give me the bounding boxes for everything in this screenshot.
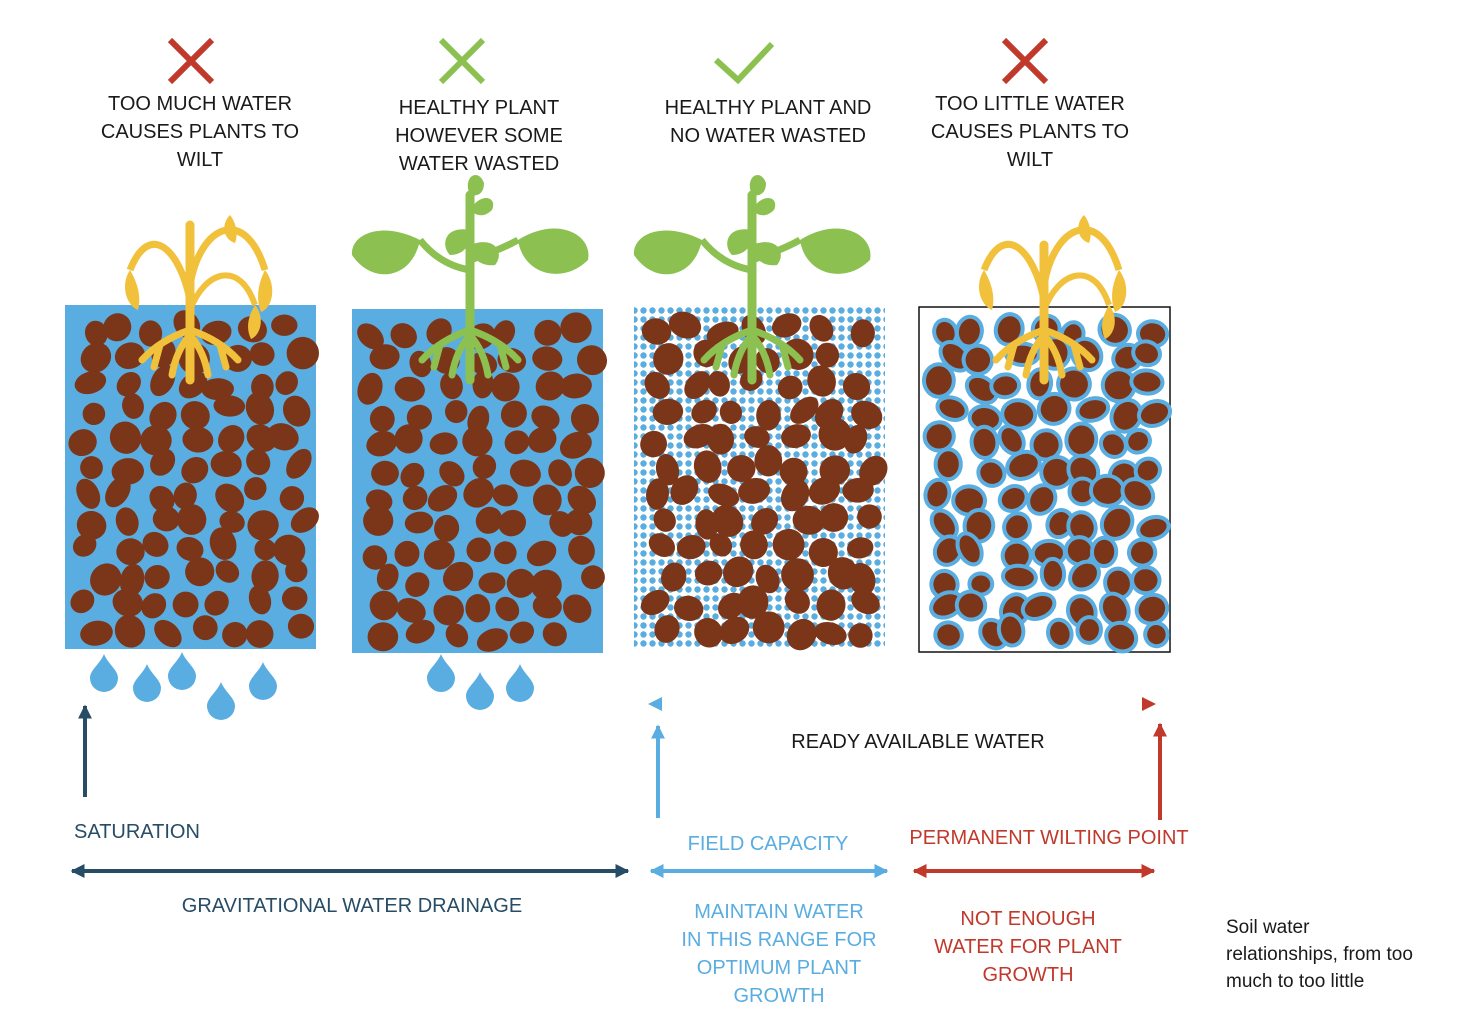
soil-particle [116,538,144,565]
soil-particle [990,373,1020,399]
ready-arrow-right-head [1142,697,1156,711]
cross-icon [170,40,212,82]
wilting-point-label: PERMANENT WILTING POINT [898,824,1200,852]
water-drop [168,652,196,690]
soil-particle [970,426,998,459]
soil-particle [1041,559,1064,590]
soil-particle [935,449,961,479]
panel-4-label: TOO LITTLE WATER CAUSES PLANTS TO WILT [910,90,1150,174]
soil-particle [1075,615,1103,644]
soil-particle [1131,566,1161,594]
ready-arrow-left-head [648,697,662,711]
soil-particle [271,315,297,336]
water-drop [466,672,494,710]
panel-1-label: TOO MUCH WATER CAUSES PLANTS TO WILT [80,90,320,174]
saturation-label: SATURATION [74,818,200,846]
drainage-drops [90,652,534,720]
cross-icon [1004,40,1046,82]
water-drop [249,662,277,700]
water-drop [133,664,161,702]
check-icon [716,44,772,80]
figure-caption: Soil water relationships, from too much … [1226,914,1456,995]
panel-3-label: HEALTHY PLANT AND NO WATER WASTED [648,94,888,150]
gravitational-label: GRAVITATIONAL WATER DRAINAGE [150,892,554,920]
water-drop [506,664,534,702]
water-drop [207,682,235,720]
soil-particle [1002,564,1037,590]
soil-particle [465,594,490,622]
soil-particle [924,364,954,397]
cross-icon [441,40,483,82]
panel-saturated-soil [64,305,325,653]
not-enough-label: NOT ENOUGH WATER FOR PLANT GROWTH [920,905,1136,989]
soil-particle [754,445,782,476]
field-capacity-label: FIELD CAPACITY [668,830,868,858]
soil-particle [1130,369,1163,395]
soil-particle [1143,621,1169,648]
water-drop [90,654,118,692]
maintain-range-label: MAINTAIN WATER IN THIS RANGE FOR OPTIMUM… [664,898,894,1010]
ready-available-label: READY AVAILABLE WATER [740,728,1096,756]
water-drop [427,654,455,692]
panel-2-label: HEALTHY PLANT HOWEVER SOME WATER WASTED [364,94,594,178]
